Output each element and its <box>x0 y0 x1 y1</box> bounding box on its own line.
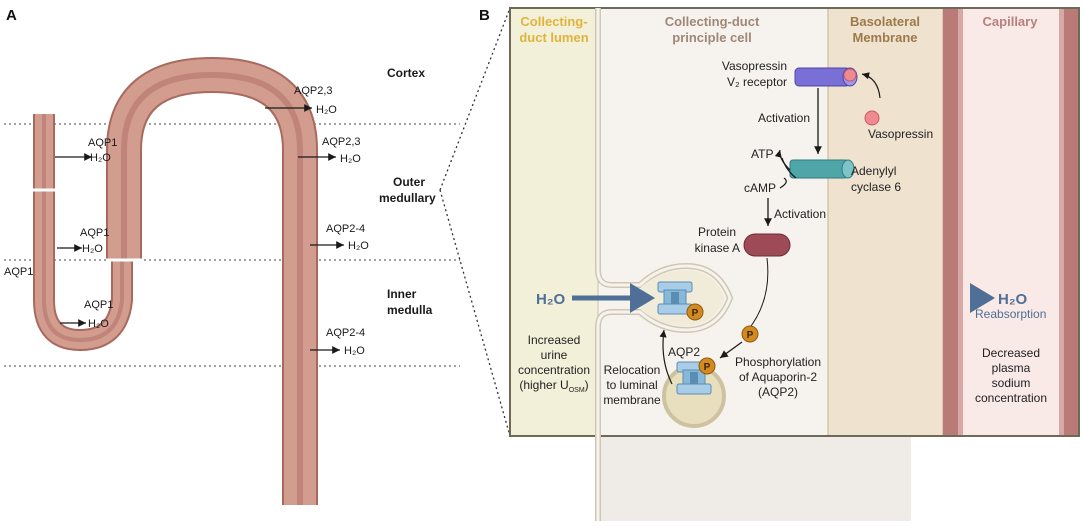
reabsorption-label: Reabsorption <box>975 307 1046 321</box>
pka-label-1: Protein <box>698 225 736 239</box>
zone-capillary-bg <box>943 8 1079 436</box>
aqp2-label: AQP2 <box>668 345 700 359</box>
zone-outer-1: Outer <box>393 175 425 189</box>
relocation-1: Relocation <box>604 363 661 377</box>
label-aqp1-left: AQP1 <box>4 266 33 278</box>
phosphate-free <box>741 325 759 343</box>
phospho-badge-membrane <box>686 303 704 321</box>
header-lumen-1: Collecting- <box>520 14 587 29</box>
label-h2o-mid: H₂O <box>82 243 103 255</box>
plasma-2: plasma <box>992 361 1031 375</box>
collecting-duct-arch <box>106 56 318 505</box>
label-aqp24-b: AQP2-4 <box>326 327 365 339</box>
phospho-badge-vesicle-text: P <box>704 362 711 373</box>
urine-4a: (higher U <box>519 378 568 392</box>
label-h2o-c: H₂O <box>348 240 369 252</box>
label-aqp1-low: AQP1 <box>84 299 113 311</box>
zone-outer-2: medullary <box>379 191 436 205</box>
urine-3: concentration <box>518 363 590 377</box>
urine-sub: OSM <box>569 387 585 394</box>
panel-a-letter: A <box>6 7 17 24</box>
label-h2o-b: H₂O <box>340 153 361 165</box>
label-aqp23-a: AQP2,3 <box>294 85 333 97</box>
receptor-label-1: Vasopressin <box>722 59 787 73</box>
zone-cortex: Cortex <box>387 66 425 80</box>
camp-label: cAMP <box>744 181 776 195</box>
zone-cell-extension <box>598 436 911 521</box>
panel-a: A Cortex Outer medullary Inner medulla <box>4 7 511 505</box>
v2-receptor <box>794 67 858 87</box>
receptor-label-2: V₂ receptor <box>727 75 787 89</box>
panel-b: B Collecting- duct lumen Collecting-duct… <box>479 7 1080 521</box>
loop-of-henle <box>33 114 133 352</box>
label-aqp1-mid: AQP1 <box>80 227 109 239</box>
atp-label: ATP <box>751 147 773 161</box>
phospho-label-3: (AQP2) <box>758 385 798 399</box>
relocation-2: to luminal <box>606 378 657 392</box>
header-lumen-2: duct lumen <box>519 30 588 45</box>
aqp2-channel-membrane <box>657 281 693 315</box>
capillary-wall-left <box>943 8 958 436</box>
label-h2o-top: H₂O <box>90 152 111 164</box>
urine-1: Increased <box>528 333 581 347</box>
activation-1-label: Activation <box>758 111 810 125</box>
capillary-wall-right <box>1064 8 1079 436</box>
h2o-out-label: H₂O <box>998 291 1027 308</box>
cyclase-label-2: cyclase 6 <box>851 180 901 194</box>
header-cell-2: principle cell <box>672 30 751 45</box>
phosphate-free-text: P <box>747 330 754 341</box>
phospho-badge-vesicle <box>698 357 716 375</box>
activation-2-label: Activation <box>774 207 826 221</box>
vasopressin-label: Vasopressin <box>868 127 933 141</box>
zone-inner-2: medulla <box>387 303 433 317</box>
pka-label-2: kinase A <box>695 241 740 255</box>
protein-kinase-a <box>743 233 791 257</box>
cyclase-label-1: Adenylyl <box>851 164 896 178</box>
h2o-in-label: H₂O <box>536 291 565 308</box>
panel-b-border <box>509 7 1080 437</box>
urine-5: ) <box>585 378 589 392</box>
zone-inner-1: Inner <box>387 287 417 301</box>
adenylyl-cyclase <box>789 159 855 179</box>
label-aqp24-a: AQP2-4 <box>326 223 365 235</box>
phospho-label-2: of Aquaporin-2 <box>739 370 817 384</box>
urine-4: (higher UOSM) <box>519 378 588 394</box>
label-h2o-d: H₂O <box>344 345 365 357</box>
label-h2o-low: H₂O <box>88 318 109 330</box>
label-h2o-a: H₂O <box>316 104 337 116</box>
phospho-label-1: Phosphorylation <box>735 355 821 369</box>
zoom-line-bottom <box>439 189 511 437</box>
header-cell-1: Collecting-duct <box>665 14 760 29</box>
phospho-badge-membrane-text: P <box>692 308 699 319</box>
urine-2: urine <box>541 348 568 362</box>
header-capillary: Capillary <box>983 14 1039 29</box>
plasma-4: concentration <box>975 391 1047 405</box>
label-aqp1-top: AQP1 <box>88 137 117 149</box>
vasopressin-molecule <box>864 110 880 126</box>
header-baso-1: Basolateral <box>850 14 920 29</box>
relocation-3: membrane <box>603 393 661 407</box>
plasma-1: Decreased <box>982 346 1040 360</box>
plasma-3: sodium <box>992 376 1031 390</box>
label-aqp23-b: AQP2,3 <box>322 136 361 148</box>
header-baso-2: Membrane <box>852 30 917 45</box>
panel-b-letter: B <box>479 7 490 24</box>
zoom-line-top <box>439 7 511 191</box>
